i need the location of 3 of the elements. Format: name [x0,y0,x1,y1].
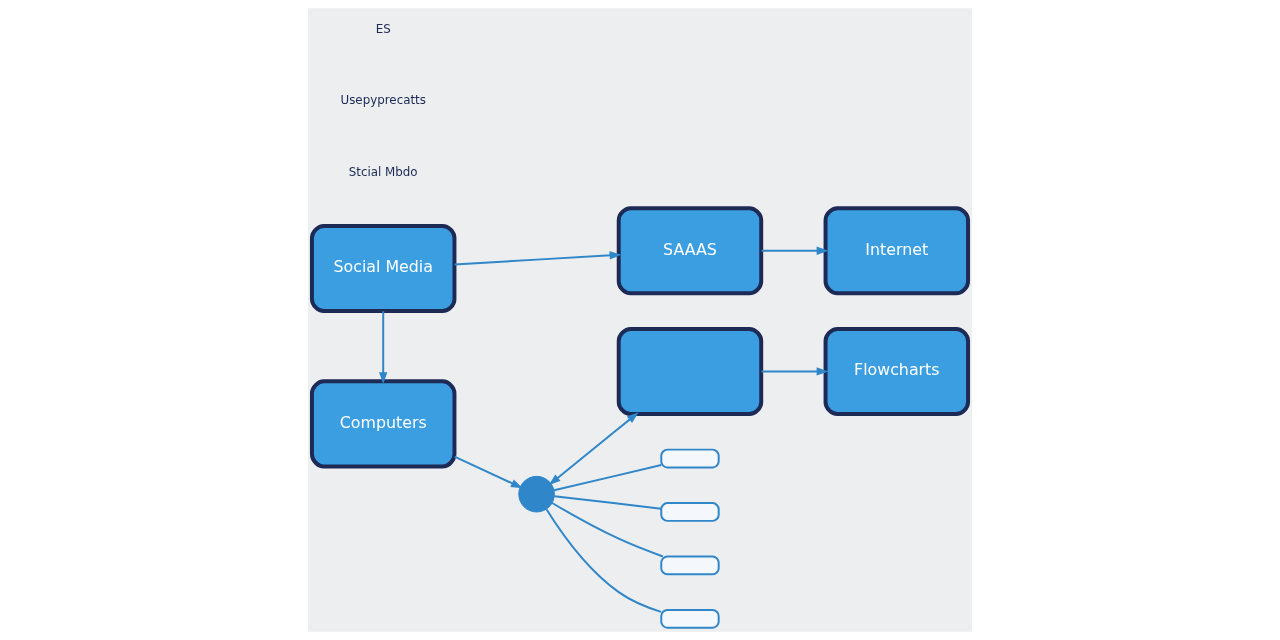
label: Stcial Mbdo [348,164,418,179]
label: ES [375,22,391,37]
label: Usepyprecatts [340,93,426,108]
